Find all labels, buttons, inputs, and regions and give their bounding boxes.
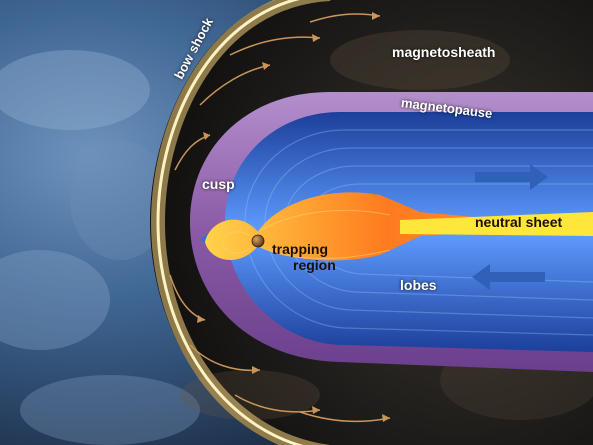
- flow-arrow: [199, 64, 271, 106]
- trapping-label: trapping: [272, 241, 328, 257]
- tail-flow-arrows: [472, 164, 548, 290]
- lobes-label: lobes: [400, 277, 437, 293]
- region-label: region: [293, 257, 336, 273]
- neutral-sheet-label: neutral sheet: [475, 214, 563, 230]
- trapping-field-lines: [221, 210, 391, 259]
- tailward-arrow-icon: [475, 164, 548, 190]
- bow-shock-line: [156, 0, 305, 445]
- earth-icon: [251, 234, 265, 248]
- neutral-sheet-band: [400, 212, 593, 236]
- flow-arrow: [299, 411, 391, 423]
- flow-arrow: [229, 36, 321, 56]
- flow-arrow: [234, 394, 321, 413]
- trapping-region-shape: [205, 192, 570, 261]
- flow-arrowheads: [197, 12, 390, 422]
- solar-wind-clouds: [0, 50, 200, 445]
- magnetosheath-label: magnetosheath: [392, 44, 496, 60]
- cusp-label: cusp: [202, 176, 235, 192]
- earthward-arrow-icon: [472, 264, 545, 290]
